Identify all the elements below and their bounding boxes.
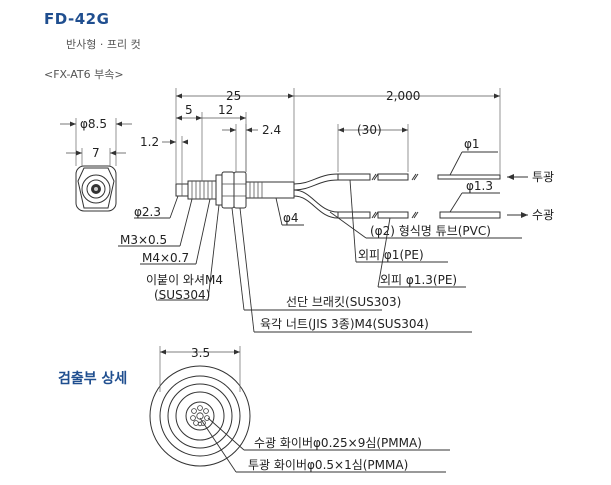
cable-upper-top	[293, 173, 339, 185]
upper-sheath	[377, 173, 409, 181]
m3-label: M3×0.5	[120, 233, 167, 247]
model-title: FD-42G	[44, 10, 110, 28]
lower-fiber	[439, 211, 501, 219]
body-dia-label: φ4	[283, 211, 299, 225]
seg-1-2-label: 1.2	[140, 135, 159, 149]
rx-fiber-label: 수광 화이버φ0.25×9심(PMMA)	[254, 436, 422, 450]
end-view-ring-mid	[86, 179, 106, 199]
tube-label: (φ2) 형식명 튜브(PVC)	[370, 224, 491, 238]
tip-dia-label: φ2.3	[134, 205, 161, 219]
end-view-body	[75, 165, 117, 212]
nut-2	[233, 171, 247, 209]
receiver-label: 투광	[532, 170, 554, 184]
end-view: φ8.5 7	[60, 117, 132, 212]
seg-12-label: 12	[218, 103, 233, 117]
end-view-ring-outer	[81, 174, 111, 204]
cable-lower-top	[293, 189, 339, 213]
emitter-label: 수광	[532, 208, 554, 222]
end-view-hex	[77, 167, 115, 209]
detail-ring-4	[175, 391, 225, 441]
end-dia-label: φ8.5	[80, 117, 107, 131]
sheath-1-label: 외피 φ1(PE)	[358, 248, 424, 262]
detail-ring-5	[185, 401, 215, 431]
accessory-note: <FX-AT6 부속>	[44, 68, 124, 81]
cable-length-label: 2,000	[386, 89, 420, 103]
lower-sheath	[377, 211, 409, 219]
total-length-label: 25	[226, 89, 241, 103]
detail-dia-label: 3.5	[191, 346, 210, 360]
sheath-1-3-label: 외피 φ1.3(PE)	[380, 273, 457, 287]
tx-fiber-core	[196, 412, 204, 420]
fiber-phi1-label: φ1	[464, 137, 480, 151]
nut-1	[221, 171, 235, 209]
detail-ring-3	[167, 383, 233, 449]
detail-ring-2	[159, 375, 241, 457]
sensor-body	[245, 181, 295, 199]
side-view: 투광 수광 25 2,000 5 12 1.2	[118, 88, 554, 333]
washer-label-1: 이붙이 와셔M4	[146, 273, 223, 287]
tx-fiber-label: 투광 화이버φ0.5×1심(PMMA)	[248, 458, 408, 472]
fiber-phi1-3-label: φ1.3	[466, 179, 493, 193]
upper-fiber	[437, 174, 501, 180]
end-width-label: 7	[92, 146, 100, 160]
detail-view: 3.5 수광 화이버φ0.25×9심(PMMA) 투광 화이버φ0.5×1심(P…	[149, 346, 450, 473]
washer-label-2: (SUS304)	[154, 288, 210, 302]
upper-tube	[337, 173, 371, 181]
end-view-core-center	[94, 187, 98, 191]
seg-30-label: (30)	[357, 123, 382, 137]
nut-label: 육각 너트(JIS 3종)M4(SUS304)	[260, 317, 429, 331]
detail-ring-1	[149, 365, 251, 467]
bracket-label: 선단 브래킷(SUS303)	[286, 295, 401, 309]
detail-title: 검출부 상세	[58, 371, 128, 387]
model-subtitle: 반사형 · 프리 컷	[66, 38, 141, 51]
m4-label: M4×0.7	[142, 251, 189, 265]
seg-2-4-label: 2.4	[262, 123, 281, 137]
lower-tube	[337, 211, 371, 219]
washer	[215, 174, 223, 206]
seg-5-label: 5	[185, 103, 193, 117]
